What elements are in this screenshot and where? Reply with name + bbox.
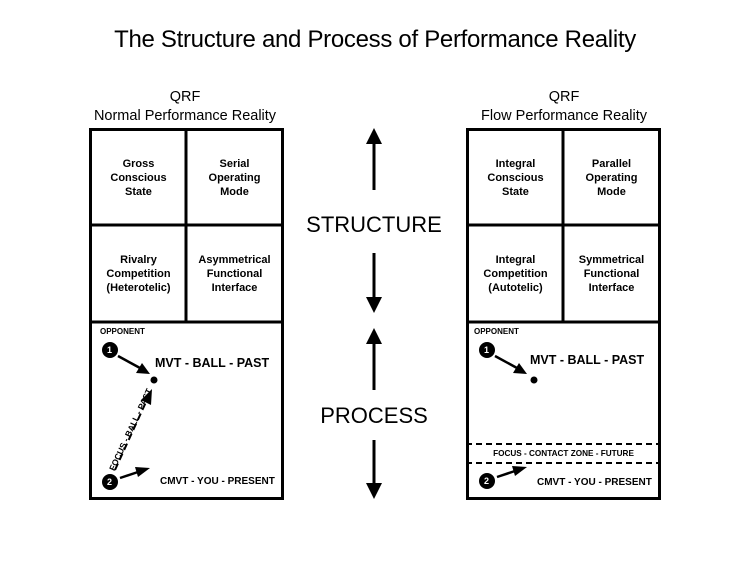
left-mvt-label: MVT - BALL - PAST: [155, 356, 270, 370]
right-marker-1-circle: [479, 342, 495, 358]
right-cmvt-arrow: [496, 469, 516, 479]
right-focus-zone-label: FOCUS - CONTACT ZONE - FUTURE: [493, 449, 634, 458]
structure-arrow-up-head: [366, 128, 382, 144]
left-mvt-arrow: [117, 354, 141, 370]
process-arrow-up-head: [366, 328, 382, 344]
left-marker-2-circle: [102, 474, 118, 490]
left-ball-dot: [150, 376, 158, 384]
left-focus-arrow-head: [141, 389, 152, 405]
left-heading: Normal Performance Reality: [93, 108, 277, 124]
left-qrf-label: QRF: [169, 89, 201, 105]
left-cell-competition: Rivalry Competition (Heterotelic): [106, 254, 171, 294]
right-qrf-label: QRF: [548, 89, 580, 105]
right-cell-conscious-state: Integral Conscious State: [487, 157, 544, 198]
right-cell-competition: Integral Competition (Autotelic): [483, 254, 548, 294]
right-header: QRF Flow Performance Reality: [449, 88, 679, 126]
left-cmvt-arrow-head: [135, 467, 150, 477]
process-label: PROCESS: [320, 403, 428, 428]
left-opponent-label: OPPONENT: [100, 327, 145, 336]
right-ball-dot: [530, 376, 538, 384]
left-mvt-arrow-head: [136, 363, 150, 374]
left-header: QRF Normal Performance Reality: [70, 88, 300, 126]
right-marker-1: 1: [484, 345, 490, 355]
right-mvt-label: MVT - BALL - PAST: [530, 353, 645, 367]
right-marker-2-circle: [479, 473, 495, 489]
right-cell-functional-interface: Symmetrical Functional Interface: [578, 254, 645, 294]
process-arrow-down-head: [366, 483, 382, 499]
right-marker-2: 2: [484, 476, 490, 486]
structure-arrow-down-head: [366, 297, 382, 313]
left-marker-1-circle: [102, 342, 118, 358]
diagram-title: The Structure and Process of Performance…: [114, 26, 636, 53]
left-cmvt-label: CMVT - YOU - PRESENT: [160, 476, 275, 487]
right-mvt-arrow-head: [513, 363, 527, 374]
left-cell-operating-mode: Serial Operating Mode: [208, 157, 261, 198]
left-cmvt-arrow: [119, 470, 139, 480]
right-cmvt-label: CMVT - YOU - PRESENT: [537, 477, 652, 488]
left-marker-1: 1: [107, 345, 113, 355]
right-cmvt-arrow-head: [512, 466, 527, 476]
structure-label: STRUCTURE: [306, 212, 442, 237]
right-heading: Flow Performance Reality: [481, 108, 647, 124]
right-mvt-arrow: [494, 354, 518, 370]
left-marker-2: 2: [107, 477, 113, 487]
right-cell-operating-mode: Parallel Operating Mode: [585, 157, 638, 198]
left-cell-conscious-state: Gross Conscious State: [110, 157, 167, 198]
left-focus-arrow: [114, 401, 147, 471]
left-cell-functional-interface: Asymmetrical Functional Interface: [198, 254, 271, 294]
right-opponent-label: OPPONENT: [474, 327, 519, 336]
